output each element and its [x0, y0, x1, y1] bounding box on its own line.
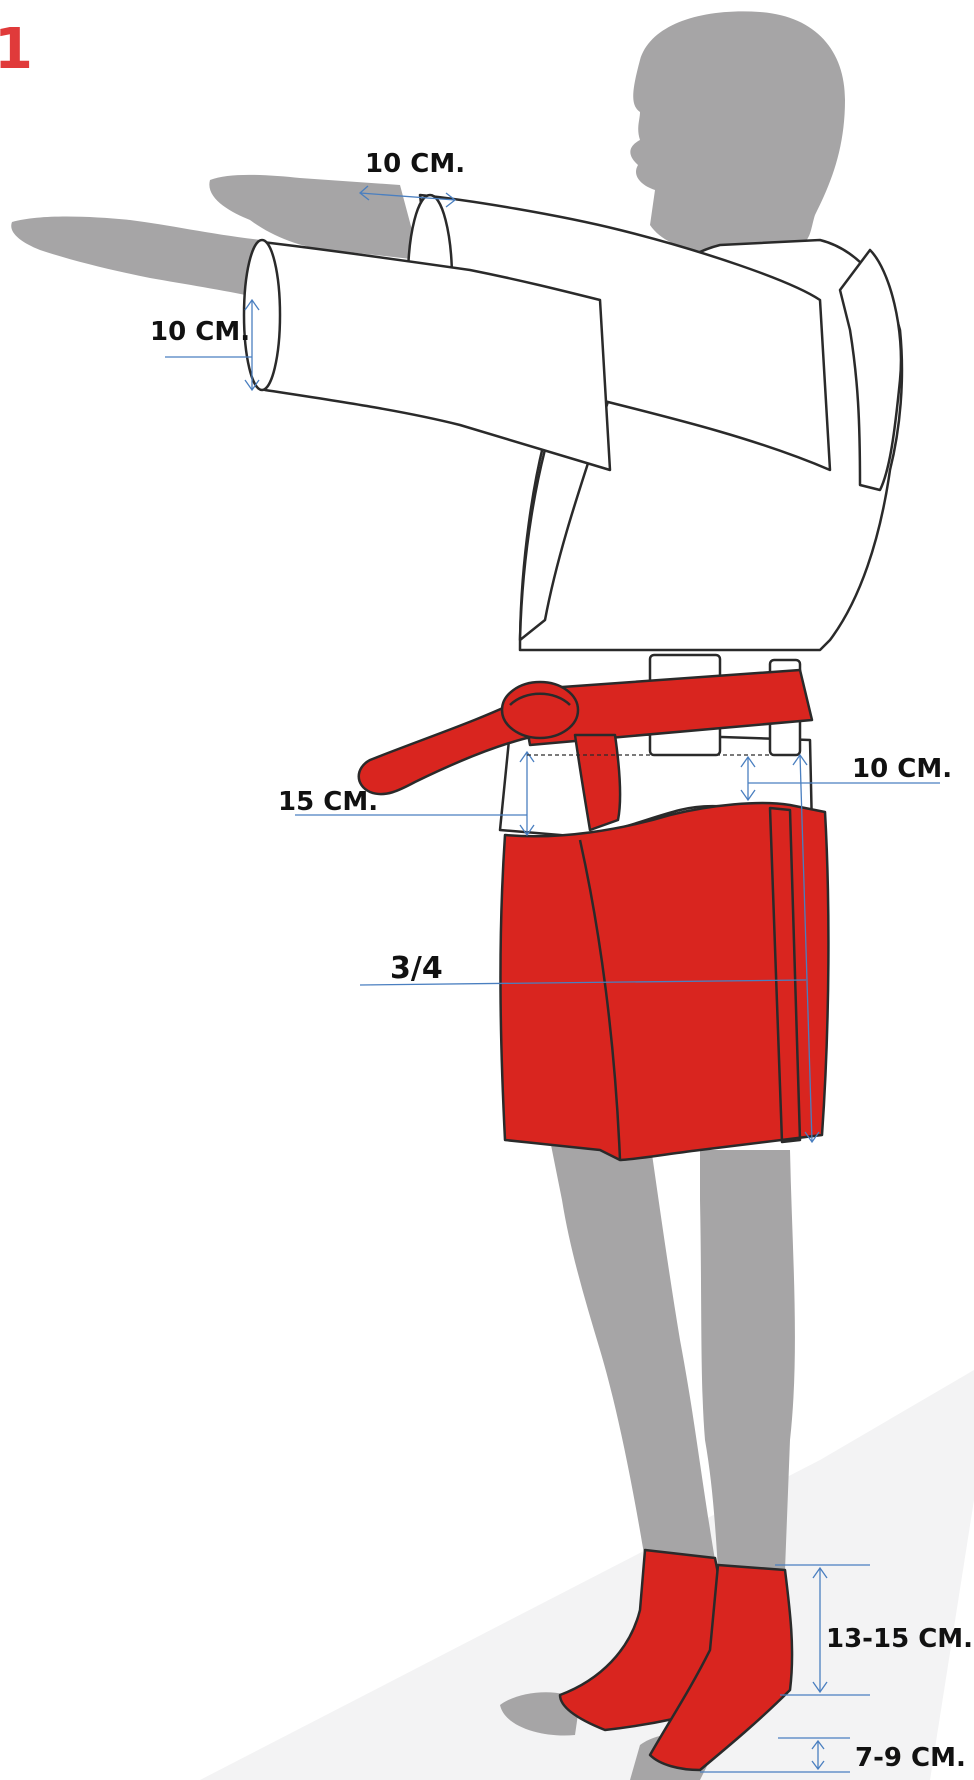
leg-front [550, 1140, 715, 1560]
label-cuff-width: 10 СМ. [150, 317, 250, 347]
belt-knot [502, 682, 578, 738]
label-shin-guard-height: 13-15 СМ. [826, 1624, 973, 1654]
label-jacket-below-belt-back: 10 СМ. [852, 754, 952, 784]
label-shorts-length: 3/4 [390, 951, 443, 986]
hand-front [11, 217, 268, 301]
label-sleeve-gap: 10 СМ. [365, 149, 465, 179]
label-jacket-below-belt: 15 СМ. [278, 787, 378, 817]
corner-mark: 1 [0, 17, 33, 82]
label-foot-part: 7-9 СМ. [855, 1743, 966, 1773]
head [630, 11, 845, 252]
cuff-front [244, 240, 280, 390]
leg-back [700, 1150, 795, 1570]
